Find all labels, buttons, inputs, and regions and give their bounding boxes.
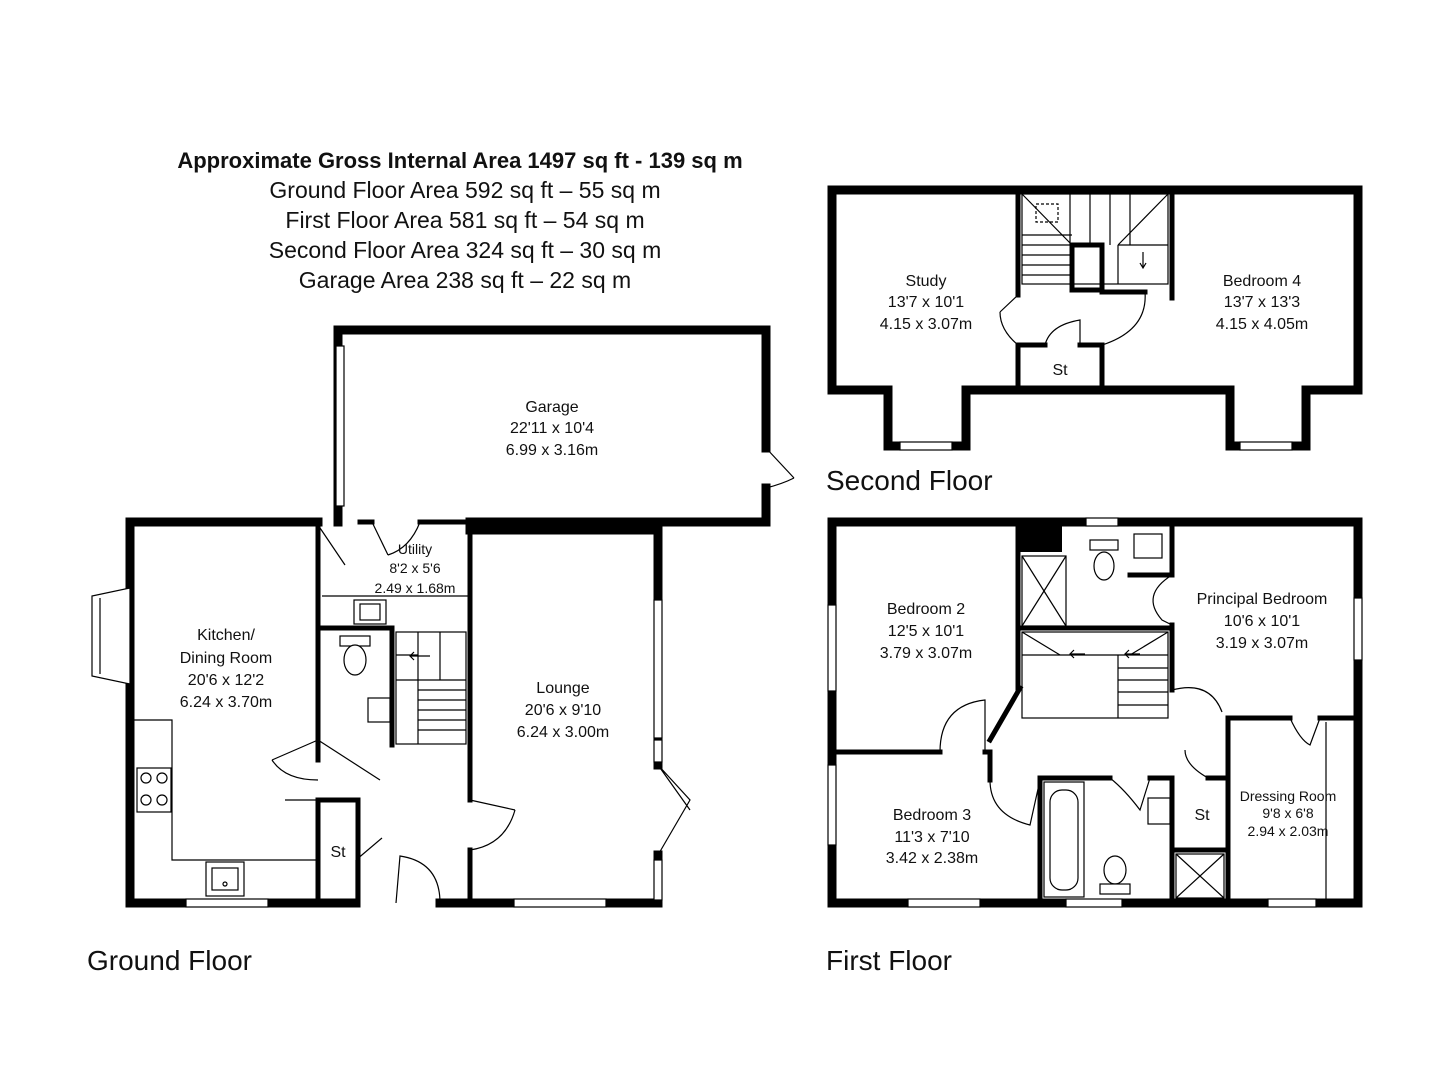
svg-text:Dressing Room: Dressing Room (1240, 788, 1336, 804)
svg-text:20'6 x 12'2: 20'6 x 12'2 (188, 672, 264, 689)
svg-text:Utility: Utility (398, 541, 432, 557)
svg-text:8'2 x 5'6: 8'2 x 5'6 (389, 560, 440, 576)
svg-text:3.19 x 3.07m: 3.19 x 3.07m (1216, 635, 1309, 652)
bath-basin-icon (1147, 797, 1171, 825)
second-floor-area: Second Floor Area 324 sq ft – 30 sq m (269, 237, 662, 263)
second-floor-title: Second Floor (826, 465, 993, 496)
kitchen-label: Kitchen/ Dining Room 20'6 x 12'2 6.24 x … (180, 627, 273, 711)
store-label-ground: St (330, 844, 346, 861)
svg-text:3.42 x 2.38m: 3.42 x 2.38m (886, 850, 979, 867)
utility-label: Utility 8'2 x 5'6 2.49 x 1.68m (375, 541, 456, 596)
lounge-label: Lounge 20'6 x 9'10 6.24 x 3.00m (517, 680, 610, 741)
svg-text:6.99 x 3.16m: 6.99 x 3.16m (506, 442, 599, 459)
hob-icon (136, 767, 172, 813)
svg-text:6.24 x 3.00m: 6.24 x 3.00m (517, 724, 610, 741)
svg-text:Bedroom 2: Bedroom 2 (887, 601, 965, 618)
ground-outer-walls-2 (435, 850, 663, 908)
area-summary: Approximate Gross Internal Area 1497 sq … (177, 148, 742, 293)
svg-text:2.94 x 2.03m: 2.94 x 2.03m (1248, 823, 1329, 839)
svg-text:Bedroom 4: Bedroom 4 (1223, 273, 1301, 290)
utility-sink-icon (353, 599, 387, 625)
ensuite-toilet-icon (1089, 539, 1119, 581)
bedroom2-label: Bedroom 2 12'5 x 10'1 3.79 x 3.07m (880, 601, 973, 662)
svg-text:4.15 x 4.05m: 4.15 x 4.05m (1216, 316, 1309, 333)
svg-text:Garage: Garage (525, 399, 578, 416)
second-floor-plan: Study 13'7 x 10'1 4.15 x 3.07m Bedroom 4… (826, 185, 1363, 496)
stairs-second (1021, 193, 1169, 285)
svg-text:9'8 x 6'8: 9'8 x 6'8 (1262, 805, 1313, 821)
shower-icon (1021, 555, 1067, 627)
chimney-block (1018, 522, 1062, 552)
second-outer-walls (827, 185, 1363, 451)
svg-text:2.49 x 1.68m: 2.49 x 1.68m (375, 580, 456, 596)
svg-text:11'3 x 7'10: 11'3 x 7'10 (894, 829, 969, 846)
bath-toilet-icon (1099, 855, 1131, 895)
svg-text:Principal Bedroom: Principal Bedroom (1197, 591, 1328, 608)
svg-text:3.79 x 3.07m: 3.79 x 3.07m (880, 645, 973, 662)
stairs-ground (395, 631, 467, 745)
toilet-icon (339, 635, 371, 676)
garage-label: Garage 22'11 x 10'4 6.99 x 3.16m (506, 399, 599, 459)
kitchen-sink-icon (205, 861, 245, 897)
ground-outer-walls (125, 517, 323, 908)
bedroom3-label: Bedroom 3 11'3 x 7'10 3.42 x 2.38m (886, 807, 979, 867)
ground-floor-area: Ground Floor Area 592 sq ft – 55 sq m (269, 177, 660, 203)
svg-text:20'6 x 9'10: 20'6 x 9'10 (525, 702, 601, 719)
ground-floor-title: Ground Floor (87, 945, 252, 976)
ensuite-basin-icon (1133, 533, 1163, 559)
ground-floor-plan: Garage 22'11 x 10'4 6.99 x 3.16m Utility… (87, 325, 795, 976)
svg-text:Kitchen/: Kitchen/ (197, 627, 255, 644)
garage-walls-lower (465, 483, 771, 527)
kitchen-counter (134, 719, 319, 861)
svg-text:Study: Study (906, 273, 947, 290)
svg-text:Lounge: Lounge (536, 680, 589, 697)
first-floor-plan: Bedroom 2 12'5 x 10'1 3.79 x 3.07m Princ… (826, 517, 1363, 976)
svg-text:13'7 x 13'3: 13'7 x 13'3 (1224, 294, 1300, 311)
store-label-first: St (1194, 807, 1210, 824)
basin-icon (367, 697, 391, 723)
svg-text:4.15 x 3.07m: 4.15 x 3.07m (880, 316, 973, 333)
svg-text:Bedroom 3: Bedroom 3 (893, 807, 971, 824)
first-floor-title: First Floor (826, 945, 952, 976)
stairs-first (1021, 631, 1169, 719)
svg-text:Dining Room: Dining Room (180, 650, 272, 667)
svg-text:10'6 x 10'1: 10'6 x 10'1 (1224, 613, 1300, 630)
total-area: Approximate Gross Internal Area 1497 sq … (177, 148, 742, 173)
svg-text:13'7 x 10'1: 13'7 x 10'1 (888, 294, 964, 311)
first-floor-area: First Floor Area 581 sq ft – 54 sq m (285, 207, 644, 233)
garage-area: Garage Area 238 sq ft – 22 sq m (299, 267, 631, 293)
svg-text:12'5 x 10'1: 12'5 x 10'1 (888, 623, 964, 640)
bath-icon (1043, 781, 1085, 898)
store-label-second: St (1052, 362, 1068, 379)
dressing-room-label: Dressing Room 9'8 x 6'8 2.94 x 2.03m (1240, 788, 1336, 839)
bedroom4-label: Bedroom 4 13'7 x 13'3 4.15 x 4.05m (1216, 273, 1309, 333)
garage-door-opening (335, 345, 345, 507)
study-label: Study 13'7 x 10'1 4.15 x 3.07m (880, 273, 973, 333)
kitchen-bay-window (91, 587, 131, 685)
dressing-shower-icon (1175, 853, 1225, 899)
svg-text:22'11 x 10'4: 22'11 x 10'4 (510, 420, 594, 437)
principal-bedroom-label: Principal Bedroom 10'6 x 10'1 3.19 x 3.0… (1197, 591, 1328, 652)
svg-text:6.24 x 3.70m: 6.24 x 3.70m (180, 694, 273, 711)
garage-side-door (765, 447, 795, 489)
